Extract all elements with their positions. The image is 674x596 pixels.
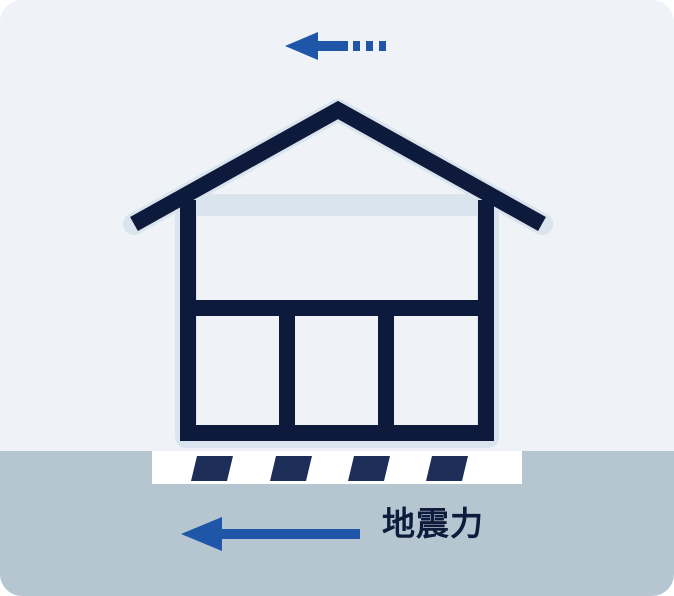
isolation-layer (152, 451, 522, 484)
seismic-force-label: 地震力 (382, 504, 484, 543)
seismic-force-arrow-icon (181, 517, 360, 551)
house-frame (123, 99, 553, 448)
response-arrow-icon (285, 32, 386, 60)
